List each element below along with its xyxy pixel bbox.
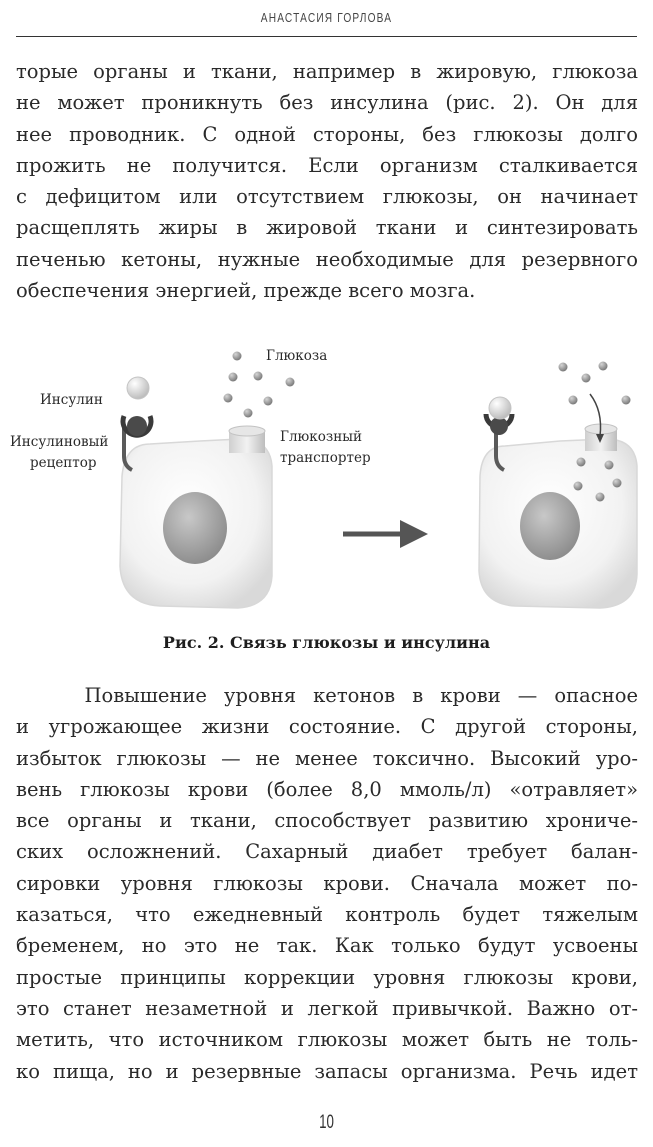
text-line: сировки уровня глюкозы крови. Сначала мо… (16, 871, 638, 895)
header-rule (16, 36, 637, 37)
text-line: вень глюкозы крови (более 8,0 ммоль/л) «… (16, 777, 638, 801)
label-transporter-line1: Глюкозный (280, 429, 362, 445)
right-insulin-molecule (488, 396, 512, 420)
left-cell-nucleus (163, 492, 227, 564)
right-insulin-receptor (483, 396, 515, 472)
left-insulin-receptor (120, 376, 154, 472)
text-line: обеспечения энергией, прежде всего мозга… (16, 279, 476, 303)
paragraph-2: Повышение уровня кетонов в крови — опасн… (16, 680, 638, 1087)
figure-illustration (119, 351, 638, 609)
text-line: торые органы и ткани, например в жировую… (16, 60, 638, 83)
text-line: избыток глюкозы — не менее токсично. Выс… (16, 746, 638, 770)
left-glucose-transporter (228, 425, 266, 453)
label-glucose-transporter: Глюкозный транспортер (280, 427, 371, 469)
text-line: казаться, что ежедневный контроль будет … (16, 903, 638, 927)
arrow-icon (343, 520, 428, 548)
text-line: простые принципы коррекции уровня глюкоз… (16, 965, 638, 989)
label-transporter-line2: транспортер (280, 450, 371, 466)
label-glucose: Глюкоза (266, 348, 328, 364)
text-line: бременем, но это не так. Как только буду… (16, 934, 638, 958)
text-line: не может проникнуть без инсулина (рис. 2… (16, 91, 638, 115)
text-line: нее проводник. С одной стороны, без глюк… (16, 122, 638, 146)
left-cell (119, 438, 273, 609)
text-line: ских осложнений. Сахарный диабет требует… (16, 840, 638, 864)
right-glucose-molecules (558, 361, 631, 502)
figure-caption: Рис. 2. Связь глюкозы и инсулина (162, 633, 491, 652)
text-line: расщеплять жиры в жировой ткани и синтез… (16, 216, 638, 240)
text-line: ко пища, но и резервные запасы организма… (16, 1059, 638, 1083)
running-head: АНАСТАСИЯ ГОРЛОВА (260, 10, 393, 25)
glucose-entry-arrow-icon (589, 393, 604, 443)
label-receptor-line1: Инсулиновый (10, 434, 109, 450)
left-insulin-molecule (126, 376, 150, 400)
figure-glucose-insulin: Глюкоза Инсулин Инсулиновый рецептор Глю… (0, 336, 653, 626)
label-receptor-line2: рецептор (30, 455, 97, 471)
text-line: метить, что источником глюкозы может быт… (16, 1028, 638, 1052)
paragraph-1: торые органы и ткани, например в жировую… (16, 56, 638, 306)
right-cell (478, 438, 638, 609)
label-insulin-receptor: Инсулиновый рецептор (10, 432, 108, 474)
text-line: и угрожающее жизни состояние. С другой с… (16, 715, 638, 739)
label-insulin: Инсулин (40, 392, 103, 408)
right-cell-nucleus (520, 492, 580, 560)
page-number: 10 (319, 1112, 334, 1133)
left-glucose-molecules (223, 351, 295, 418)
text-line: Повышение уровня кетонов в крови — опасн… (16, 684, 638, 707)
text-line: прожить не получится. Если организм стал… (16, 153, 638, 177)
text-line: печенью кетоны, нужные необходимые для р… (16, 247, 638, 271)
text-line: все органы и ткани, способствует развити… (16, 809, 638, 833)
text-line: с дефицитом или отсутствием глюкозы, он … (16, 185, 638, 209)
text-line: это станет незаметной и легкой привычкой… (16, 996, 638, 1020)
